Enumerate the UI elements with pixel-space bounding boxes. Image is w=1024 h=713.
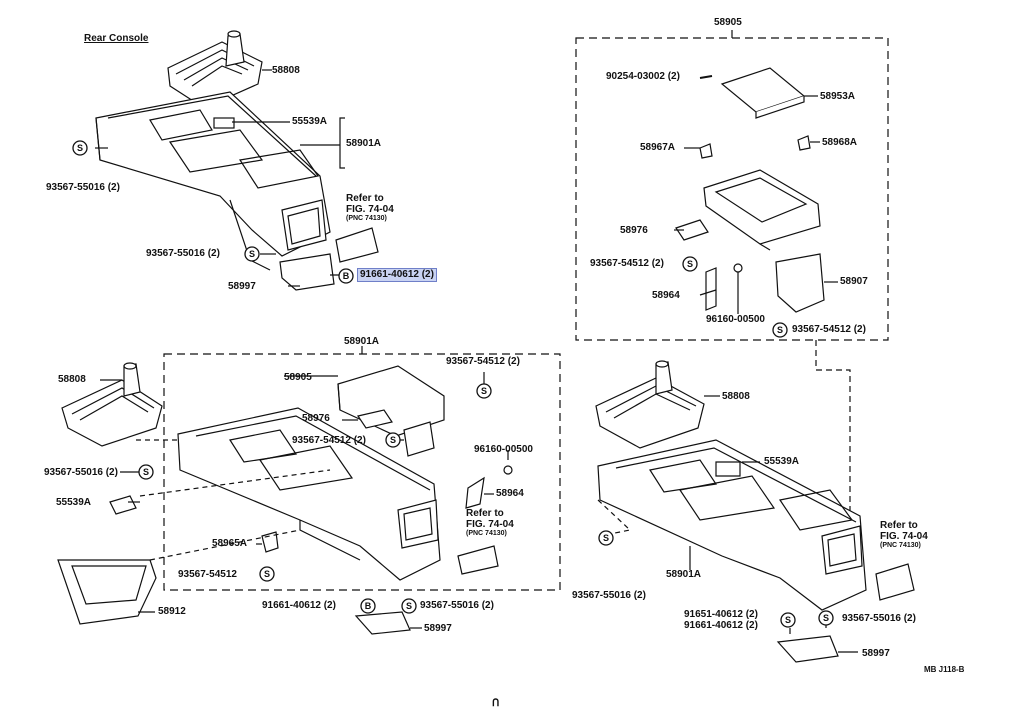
refer-note-b-line3: (PNC 74130) [466, 530, 507, 537]
part-label-58964[interactable]: 58964 [652, 290, 680, 301]
svg-text:B: B [343, 271, 350, 281]
footer-mark: ᑎ [492, 698, 500, 709]
inset-frame-58901A [163, 353, 561, 591]
part-label-58997[interactable]: 58997 [424, 623, 452, 634]
bracket-58997-c [776, 635, 839, 663]
refer-note-a-line2[interactable]: FIG. 74-04 [346, 204, 394, 215]
part-label-55539A[interactable]: 55539A [764, 456, 800, 467]
part-label-58808[interactable]: 58808 [722, 391, 750, 402]
part-label-93567-55016[interactable]: 93567-55016 (2) [572, 590, 646, 601]
refer-note-c-line3: (PNC 74130) [880, 542, 921, 549]
part-label-55539A[interactable]: 55539A [56, 497, 92, 508]
svg-text:S: S [143, 467, 149, 477]
svg-text:S: S [77, 143, 83, 153]
part-label-58965A[interactable]: 58965A [212, 538, 248, 549]
part-label-58907[interactable]: 58907 [840, 276, 868, 287]
inset-frame-58905 [575, 37, 889, 341]
part-label-93567-55016[interactable]: 93567-55016 (2) [146, 248, 220, 259]
part-label-91661-40612[interactable]: 91661-40612 (2) [262, 600, 336, 611]
armrest-lid [720, 67, 806, 119]
armrest-box [703, 169, 821, 245]
svg-text:S: S [777, 325, 783, 335]
part-label-58912[interactable]: 58912 [158, 606, 186, 617]
part-label-58808[interactable]: 58808 [272, 65, 300, 76]
part-label-93567-55016[interactable]: 93567-55016 (2) [420, 600, 494, 611]
part-label-93567-55016[interactable]: 93567-55016 (2) [44, 467, 118, 478]
shift-boot-mid-left [61, 362, 163, 447]
part-label-91661-40612-highlighted[interactable]: 91661-40612 (2) [357, 268, 437, 282]
svg-text:S: S [687, 259, 693, 269]
part-label-58953A[interactable]: 58953A [820, 91, 856, 102]
part-label-58976[interactable]: 58976 [620, 225, 648, 236]
part-label-93567-55016[interactable]: 93567-55016 (2) [842, 613, 916, 624]
part-label-93567-54512[interactable]: 93567-54512 (2) [292, 435, 366, 446]
part-label-91661-40612[interactable]: 91661-40612 (2) [684, 620, 758, 631]
part-label-58901A[interactable]: 58901A [666, 569, 702, 580]
part-label-58967A[interactable]: 58967A [640, 142, 676, 153]
part-label-91651-40612[interactable]: 91651-40612 (2) [684, 609, 758, 620]
svg-text:S: S [823, 613, 829, 623]
console-body-middle [177, 407, 441, 581]
part-label-93567-55016[interactable]: 93567-55016 (2) [46, 182, 120, 193]
refer-note-c-line2[interactable]: FIG. 74-04 [880, 531, 928, 542]
shift-boot-top-left [167, 30, 263, 109]
part-label-58808[interactable]: 58808 [58, 374, 86, 385]
part-label-90254-03002[interactable]: 90254-03002 (2) [606, 71, 680, 82]
figure-code: MB J118-B [924, 665, 965, 674]
svg-text:S: S [264, 569, 270, 579]
part-label-58901A[interactable]: 58901A [344, 336, 380, 347]
part-label-96160-00500[interactable]: 96160-00500 [706, 314, 765, 325]
fastener-symbols [72, 140, 834, 628]
bracket-58997-b [354, 611, 411, 635]
refer-note-a-line1: Refer to [346, 193, 384, 204]
part-label-93567-54512[interactable]: 93567-54512 (2) [446, 356, 520, 367]
part-label-93567-54512[interactable]: 93567-54512 (2) [792, 324, 866, 335]
part-label-93567-54512[interactable]: 93567-54512 [178, 569, 237, 580]
refer-note-b-line2[interactable]: FIG. 74-04 [466, 519, 514, 530]
shift-boot-bottom-right [595, 360, 705, 449]
part-label-58901A[interactable]: 58901A [346, 138, 382, 149]
svg-text:S: S [481, 386, 487, 396]
svg-text:S: S [785, 615, 791, 625]
svg-text:S: S [603, 533, 609, 543]
bracket-58997-a [279, 253, 335, 291]
cover-part-a [335, 227, 379, 263]
console-body-bottom-right [597, 439, 867, 611]
svg-text:S: S [249, 249, 255, 259]
part-label-58968A[interactable]: 58968A [822, 137, 858, 148]
refer-note-a-line3: (PNC 74130) [346, 215, 387, 222]
diagram-title: Rear Console [84, 33, 149, 44]
part-label-58905[interactable]: 58905 [284, 372, 312, 383]
part-label-58976[interactable]: 58976 [302, 413, 330, 424]
part-label-58997[interactable]: 58997 [228, 281, 256, 292]
part-label-58905[interactable]: 58905 [714, 17, 742, 28]
part-label-93567-54512[interactable]: 93567-54512 (2) [590, 258, 664, 269]
refer-note-b-line1: Refer to [466, 508, 504, 519]
svg-text:S: S [406, 601, 412, 611]
part-label-55539A[interactable]: 55539A [292, 116, 328, 127]
refer-note-c-line1: Refer to [880, 520, 918, 531]
part-label-58964[interactable]: 58964 [496, 488, 524, 499]
svg-text:B: B [365, 601, 372, 611]
svg-text:S: S [390, 435, 396, 445]
part-label-58997[interactable]: 58997 [862, 648, 890, 659]
part-label-96160-00500[interactable]: 96160-00500 [474, 444, 533, 455]
tray-58912 [57, 559, 157, 625]
fastener-letters: S S B S S S S S S B S S S S [77, 143, 829, 625]
